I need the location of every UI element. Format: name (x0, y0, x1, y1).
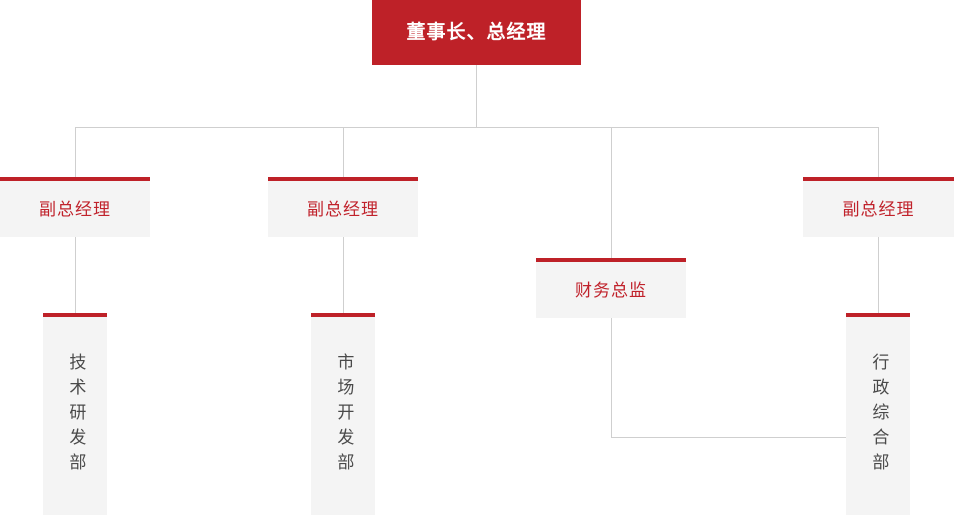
connector-drop-vice-gm-3 (878, 127, 879, 177)
connector-drop-vice-gm-2 (343, 127, 344, 177)
connector-finance-director-elbow-horizontal (611, 437, 851, 438)
node-vice-general-manager-2[interactable]: 副总经理 (268, 177, 418, 237)
connector-vice-gm-3-to-admin-dept (878, 237, 879, 313)
node-vice-general-manager-1[interactable]: 副总经理 (0, 177, 150, 237)
connector-root-stem (476, 65, 477, 127)
node-administration-department[interactable]: 行政综合部 (846, 313, 910, 515)
node-vice-general-manager-3-label: 副总经理 (842, 199, 915, 219)
connector-vice-gm-2-to-market-dept (343, 237, 344, 313)
node-finance-director[interactable]: 财务总监 (536, 258, 686, 318)
node-rd-department[interactable]: 技术研发部 (43, 313, 107, 515)
node-chairman-general-manager-label: 董事长、总经理 (406, 22, 547, 43)
connector-vice-gm-1-to-rd-dept (75, 237, 76, 313)
node-vice-general-manager-2-label: 副总经理 (307, 199, 379, 219)
node-finance-director-label: 财务总监 (575, 280, 647, 300)
node-market-development-department-label: 市场开发部 (334, 353, 354, 478)
node-rd-department-label: 技术研发部 (66, 353, 86, 478)
connector-finance-director-elbow-vertical (611, 318, 612, 437)
connector-level2-bus (75, 127, 879, 128)
node-vice-general-manager-1-label: 副总经理 (39, 199, 111, 219)
connector-drop-vice-gm-1 (75, 127, 76, 177)
connector-drop-finance-director (611, 127, 612, 258)
node-market-development-department[interactable]: 市场开发部 (311, 313, 375, 515)
node-administration-department-label: 行政综合部 (869, 353, 889, 478)
node-chairman-general-manager[interactable]: 董事长、总经理 (372, 0, 581, 65)
node-vice-general-manager-3[interactable]: 副总经理 (803, 177, 954, 237)
